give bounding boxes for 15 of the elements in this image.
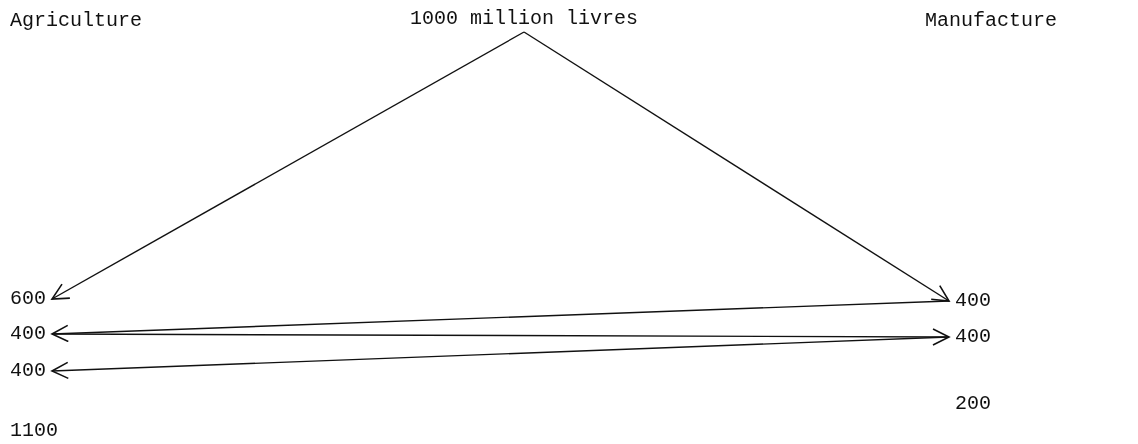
amount-text: 400 [10,323,46,345]
amount-text: 1100 [10,420,58,442]
arrow [51,336,950,380]
column-heading: Agriculture [10,10,143,32]
amount-text: 600 [10,288,46,310]
arrow [51,328,950,346]
arrow [51,300,950,343]
amount-text: 400 [10,360,46,382]
arrow [51,31,525,300]
arrow [523,31,950,302]
amount-text: 400 [955,326,991,348]
column-heading: Manufacture [925,10,1058,32]
amount-text: 1000 million livres [410,8,639,30]
amount-text: 400 [955,290,991,312]
amount-text: 200 [955,393,991,415]
